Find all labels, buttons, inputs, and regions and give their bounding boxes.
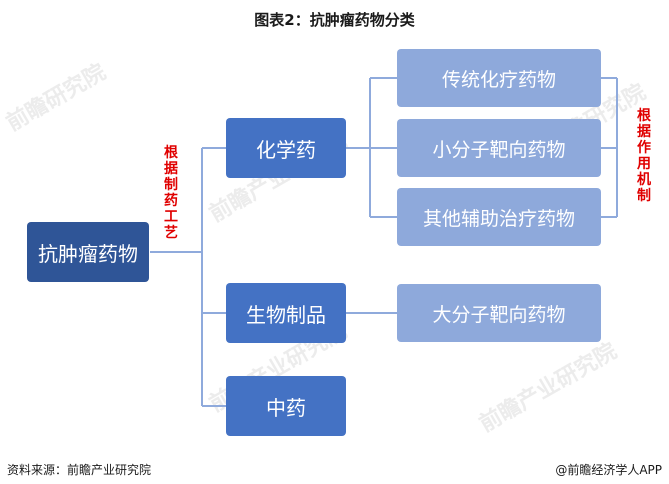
root-label: 抗肿瘤药物 (38, 241, 138, 266)
leaf-label: 其他辅助治疗药物 (422, 207, 575, 230)
chart-title: 图表2：抗肿瘤药物分类 (254, 11, 415, 29)
category-label: 化学药 (256, 137, 316, 162)
leaf-small-molecule-targeted: 小分子靶向药物 (397, 119, 601, 177)
category-biological: 生物制品 (226, 283, 346, 343)
leaf-traditional-chemo: 传统化疗药物 (397, 49, 601, 107)
category-label: 中药 (266, 395, 306, 420)
leaf-other-adjuvant: 其他辅助治疗药物 (397, 188, 601, 246)
category-label: 生物制品 (246, 302, 326, 327)
process-label: 根据制药工艺 (164, 145, 178, 241)
leaf-label: 传统化疗药物 (441, 68, 556, 91)
mechanism-label: 根据作用机制 (637, 108, 651, 204)
root-node: 抗肿瘤药物 (27, 222, 149, 282)
leaf-macromolecule-targeted: 大分子靶向药物 (397, 284, 601, 342)
source-note: 资料来源：前瞻产业研究院 (7, 463, 152, 477)
category-tcm: 中药 (226, 376, 346, 436)
leaf-label: 大分子靶向药物 (432, 303, 566, 326)
category-chemical: 化学药 (226, 118, 346, 178)
credit-note: @前瞻经济学人APP (555, 463, 662, 477)
leaf-label: 小分子靶向药物 (432, 138, 566, 161)
